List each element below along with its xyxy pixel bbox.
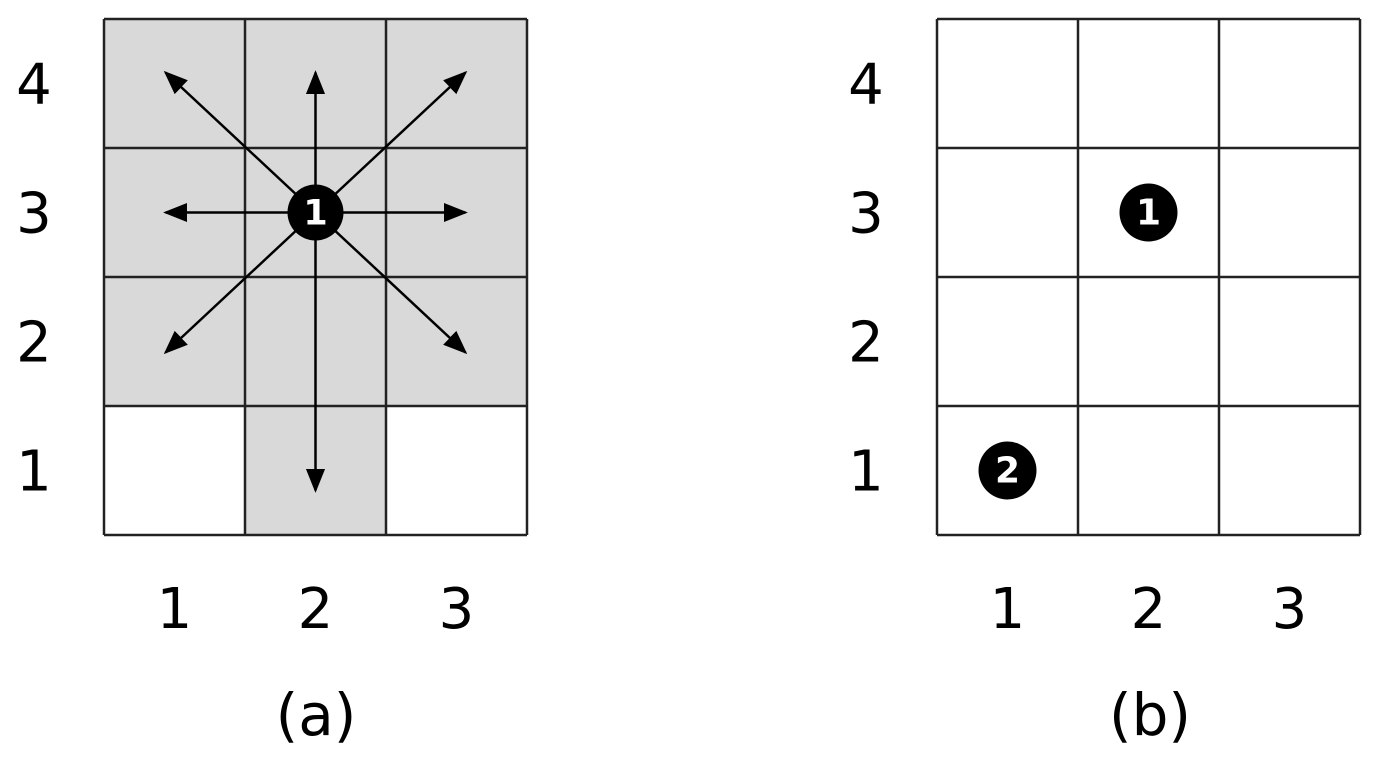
a-row-label: 4 xyxy=(16,53,52,118)
b-col-label: 2 xyxy=(1131,577,1167,642)
b-col-label: 1 xyxy=(990,577,1026,642)
marker-1-circle: 1 xyxy=(1119,183,1178,242)
move-arrows xyxy=(163,70,468,493)
a-row-label: 3 xyxy=(16,182,52,247)
arrow-down-left xyxy=(163,211,317,355)
b-col-label: 3 xyxy=(1272,577,1308,642)
a-col-label: 3 xyxy=(439,577,475,642)
marker-1-circle-label: 1 xyxy=(1136,193,1161,234)
panel-a: 1 4 3 2 1 1 2 3 (a) xyxy=(16,17,529,749)
a-col-label: 2 xyxy=(298,577,334,642)
a-row-label: 1 xyxy=(16,440,52,505)
caption-a: (a) xyxy=(276,681,357,749)
marker-2-circle-label: 2 xyxy=(995,451,1020,492)
b-row-label: 3 xyxy=(848,182,884,247)
arrow-down-right xyxy=(314,211,468,355)
marker-1-circle-disc xyxy=(287,184,344,241)
marker-2-circle-disc xyxy=(978,441,1037,500)
arrow-up-left xyxy=(163,70,317,214)
b-row-label: 1 xyxy=(848,440,884,505)
b-row-label: 4 xyxy=(848,53,884,118)
caption-b: (b) xyxy=(1109,681,1191,749)
marker-1: 1 xyxy=(287,184,344,241)
cell-3-1 xyxy=(386,406,527,535)
panel-b: 1 2 4 3 2 1 1 2 3 (b) xyxy=(848,17,1362,749)
marker-1-circle: 1 xyxy=(287,184,344,241)
marker-2-circle: 2 xyxy=(978,441,1037,500)
arrow-up-right xyxy=(314,70,468,214)
marker-1-circle-label: 1 xyxy=(303,193,327,233)
b-row-label: 2 xyxy=(848,311,884,376)
a-col-label: 1 xyxy=(157,577,193,642)
a-row-label: 2 xyxy=(16,311,52,376)
cell-1-1 xyxy=(104,406,245,535)
marker-1-circle-disc xyxy=(1119,183,1178,242)
